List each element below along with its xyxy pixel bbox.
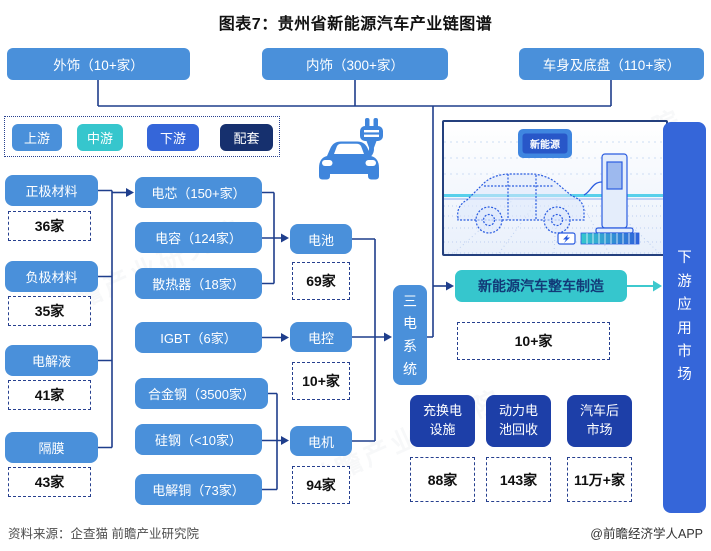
node-igbt: IGBT（6家） xyxy=(135,322,262,353)
node-electrolytic-copper: 电解铜（73家） xyxy=(135,474,262,505)
count-cathode-material: 36家 xyxy=(8,211,91,241)
count-battery: 69家 xyxy=(292,262,350,300)
node-exterior: 外饰（10+家） xyxy=(7,48,190,80)
ev-charging-illustration: 新能源 xyxy=(442,120,668,256)
node-auto-aftermarket: 汽车后市场 xyxy=(567,395,632,447)
count-electric-control: 10+家 xyxy=(292,362,350,400)
node-capacitor: 电容（124家） xyxy=(135,222,262,253)
node-charging-swap-facilities: 充换电设施 xyxy=(410,395,475,447)
node-alloy-steel: 合金钢（3500家） xyxy=(135,378,268,409)
node-radiator: 散热器（18家） xyxy=(135,268,262,299)
node-silicon-steel: 硅钢（<10家） xyxy=(135,424,262,455)
legend: 上游 中游 下游 配套 xyxy=(4,116,280,157)
node-battery: 电池 xyxy=(290,224,352,254)
node-electrolyte: 电解液 xyxy=(5,345,98,376)
count-nev-vehicle-manufacturing: 10+家 xyxy=(457,322,610,360)
credit-note: @前瞻经济学人APP xyxy=(590,527,703,541)
count-power-battery-recycling: 143家 xyxy=(486,457,551,502)
node-body-chassis: 车身及底盘（110+家） xyxy=(519,48,704,80)
node-nev-vehicle-manufacturing: 新能源汽车整车制造 xyxy=(455,270,627,302)
node-electric-control: 电控 xyxy=(290,322,352,352)
count-electrolyte: 41家 xyxy=(8,380,91,410)
legend-midstream: 中游 xyxy=(77,124,123,151)
downstream-market-label: 下游应用市场 xyxy=(677,250,692,384)
count-anode-material: 35家 xyxy=(8,296,91,326)
legend-downstream: 下游 xyxy=(147,124,199,151)
count-separator: 43家 xyxy=(8,467,91,497)
source-note: 资料来源：企查猫 前瞻产业研究院 xyxy=(8,527,199,541)
node-electric-motor: 电机 xyxy=(290,426,352,456)
three-electric-label: 三电系统 xyxy=(403,292,417,377)
count-auto-aftermarket: 11万+家 xyxy=(567,457,632,502)
node-power-battery-recycling: 动力电池回收 xyxy=(486,395,551,447)
count-charging-swap-facilities: 88家 xyxy=(410,457,475,502)
node-downstream-application-market: 下游应用市场 xyxy=(663,122,706,513)
node-separator: 隔膜 xyxy=(5,432,98,463)
electric-car-icon xyxy=(319,118,383,180)
sign-label: 新能源 xyxy=(530,138,560,151)
node-anode-material: 负极材料 xyxy=(5,261,98,292)
node-interior: 内饰（300+家） xyxy=(262,48,448,80)
legend-supporting: 配套 xyxy=(220,124,273,151)
node-three-electric-system: 三电系统 xyxy=(393,285,427,385)
count-electric-motor: 94家 xyxy=(292,466,350,504)
ev-charging-scene: 新能源 xyxy=(444,122,666,254)
legend-upstream: 上游 xyxy=(12,124,62,151)
node-battery-cell: 电芯（150+家） xyxy=(135,177,262,208)
node-cathode-material: 正极材料 xyxy=(5,175,98,206)
page-title: 图表7：贵州省新能源汽车产业链图谱 xyxy=(218,16,493,33)
